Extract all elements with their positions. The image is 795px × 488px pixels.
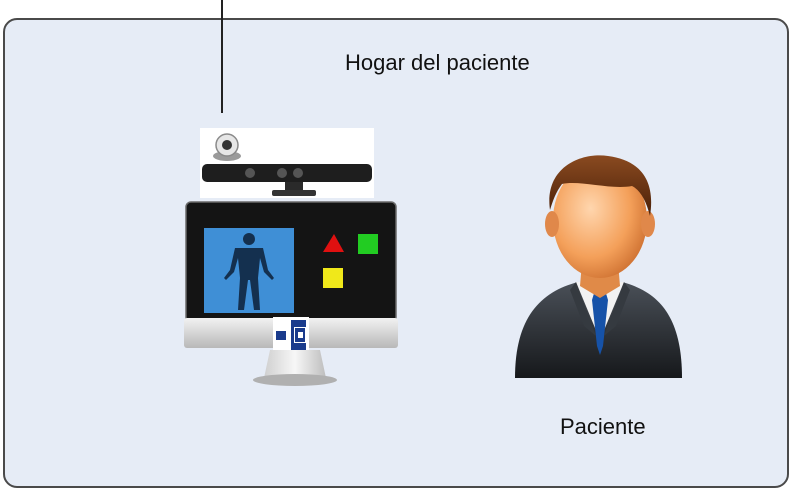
- hair: [549, 155, 652, 216]
- patient-avatar-icon: [515, 155, 682, 378]
- monitor-base: [253, 374, 337, 386]
- monitor-with-depth-camera-icon: [184, 128, 398, 386]
- webcam-icon: [213, 133, 241, 161]
- green-square-shape: [358, 234, 378, 254]
- face: [553, 162, 647, 278]
- right-lapel: [604, 282, 630, 336]
- right-ear: [641, 211, 655, 237]
- patient-label: Paciente: [560, 414, 646, 439]
- human-silhouette-icon: [224, 233, 274, 310]
- yellow-square-shape: [323, 268, 343, 288]
- logo-icon: [273, 317, 309, 353]
- depth-sensor-icon: [202, 164, 372, 196]
- tie-icon: [592, 290, 608, 355]
- monitor-stand: [264, 350, 326, 378]
- red-triangle-shape: [323, 234, 344, 252]
- connection-line: [221, 0, 223, 113]
- container-label: Hogar del paciente: [345, 50, 530, 75]
- left-lapel: [570, 282, 596, 336]
- left-ear: [545, 211, 559, 237]
